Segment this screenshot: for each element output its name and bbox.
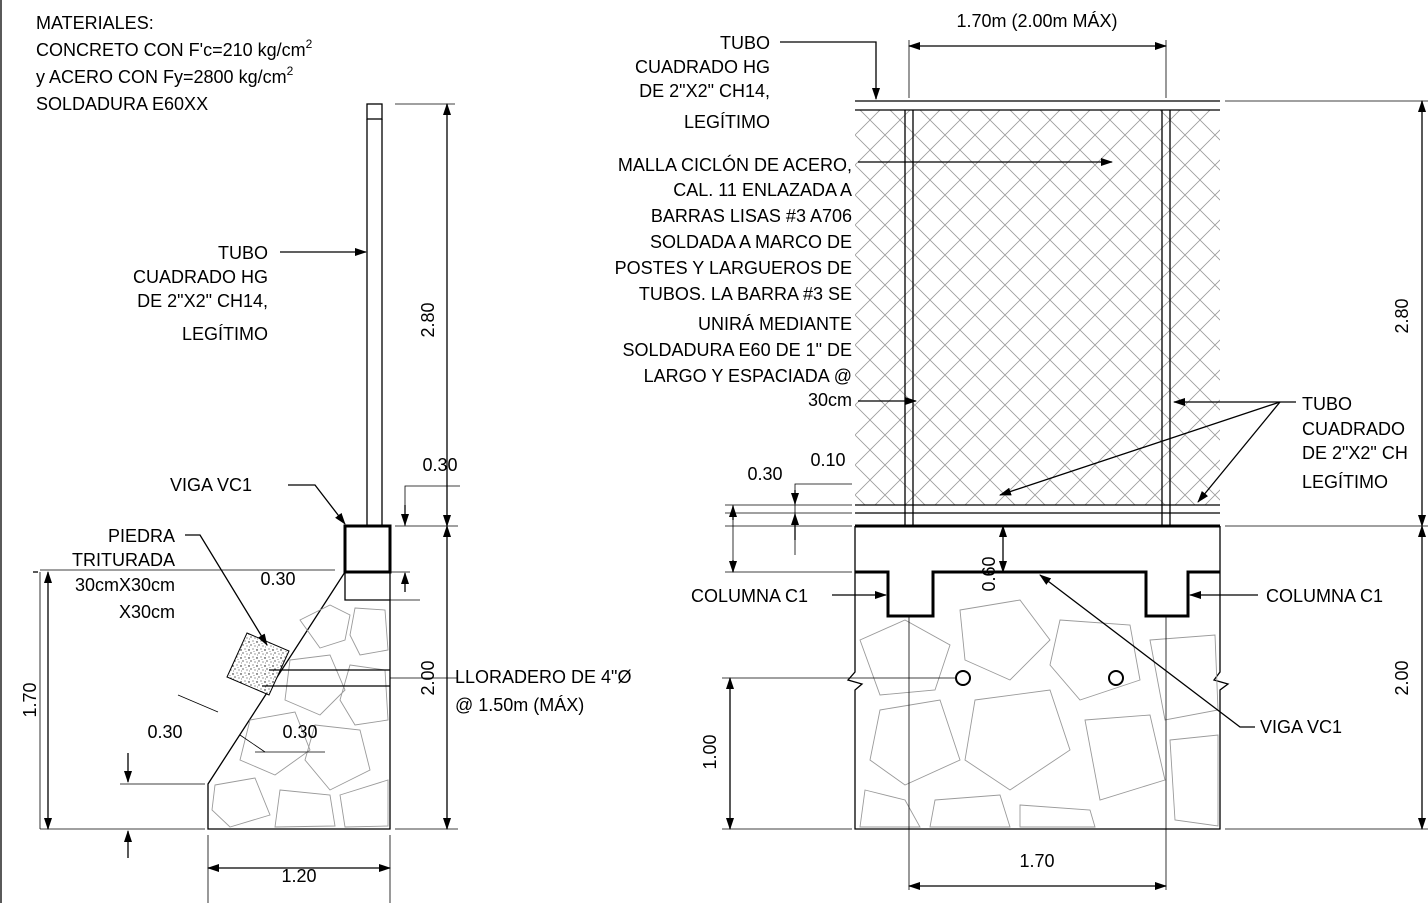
crushed-stone-drain <box>226 632 290 696</box>
dim-drain-height: 1.00 <box>700 734 720 769</box>
dim-030-right: 0.30 <box>747 464 782 484</box>
beam-columns-outline <box>855 570 1220 618</box>
materials-concrete: CONCRETO CON F'c=210 kg/cm2 <box>36 37 313 60</box>
tube-top-line4: LEGÍTIMO <box>684 112 770 132</box>
steel-superscript: 2 <box>287 64 294 78</box>
foundation-wall-outline <box>846 526 1230 830</box>
mesh-label-line7: UNIRÁ MEDIANTE <box>698 314 852 334</box>
mesh-label-line1: MALLA CICLÓN DE ACERO, <box>618 154 852 175</box>
dim-stone-a: 0.30 <box>147 722 182 742</box>
drain-label-line1: LLORADERO DE 4"Ø <box>455 667 631 687</box>
dim-fence-height: 2.80 <box>1392 298 1412 333</box>
tube-label-line2: CUADRADO HG <box>133 267 268 287</box>
dim-wall-height: 2.00 <box>418 660 438 695</box>
tube-label-line4: LEGÍTIMO <box>182 324 268 344</box>
materials-weld: SOLDADURA E60XX <box>36 94 208 114</box>
dim-span-bottom: 1.70 <box>1019 851 1054 871</box>
concrete-text: CONCRETO CON F'c=210 kg/cm <box>36 40 306 60</box>
mesh-label-line8: SOLDADURA E60 DE 1" DE <box>623 340 852 360</box>
left-section: TUBO CUADRADO HG DE 2"X2" CH14, LEGÍTIMO… <box>20 103 631 903</box>
drain-label-line2: @ 1.50m (MÁX) <box>455 695 584 715</box>
tube-right-line2: CUADRADO <box>1302 419 1405 439</box>
column-right-label: COLUMNA C1 <box>1266 586 1383 606</box>
retaining-wall-outline <box>207 571 391 830</box>
rubble-pattern-right <box>859 599 1219 828</box>
stone-label-line3: 30cmX30cm <box>75 575 175 595</box>
mesh-label-line4: SOLDADA A MARCO DE <box>650 232 852 252</box>
tube-right-leader-3 <box>1197 401 1281 503</box>
mesh-label-line6: TUBOS. LA BARRA #3 SE <box>639 284 852 304</box>
stone-label-line1: PIEDRA <box>108 526 175 546</box>
beam-right-label: VIGA VC1 <box>1260 717 1342 737</box>
mesh-label-line2: CAL. 11 ENLAZADA A <box>673 180 852 200</box>
materials-title: MATERIALES: <box>36 13 154 33</box>
beam-vc1-section <box>343 524 392 574</box>
post-cap <box>366 103 383 120</box>
mesh-label-line10: 30cm <box>808 390 852 410</box>
left-dimensions: 2.80 2.00 0.30 0.30 1.70 0.30 0.30 <box>20 103 460 903</box>
stone-leader <box>185 534 268 646</box>
tube-right-line3: DE 2"X2" CH <box>1302 443 1408 463</box>
materials-steel: y ACERO CON Fy=2800 kg/cm2 <box>36 64 294 87</box>
mesh-label-line3: BARRAS LISAS #3 A706 <box>651 206 852 226</box>
mesh-label-line5: POSTES Y LARGUEROS DE <box>615 258 852 278</box>
dim-post-height: 2.80 <box>418 302 438 337</box>
tube-top-line1: TUBO <box>720 33 770 53</box>
dim-010: 0.10 <box>810 450 845 470</box>
chain-link-mesh <box>855 110 1220 505</box>
dim-stone-b: 0.30 <box>282 722 317 742</box>
tube-right-line4: LEGÍTIMO <box>1302 472 1388 492</box>
tube-top-leader <box>780 41 880 100</box>
dim-span-top: 1.70m (2.00m MÁX) <box>956 11 1117 31</box>
dim-beam-width: 0.30 <box>260 569 295 589</box>
weep-hole-left <box>955 670 971 686</box>
steel-text: y ACERO CON Fy=2800 kg/cm <box>36 67 287 87</box>
mesh-label-line9: LARGO Y ESPACIADA @ <box>644 366 852 386</box>
mesh-label: MALLA CICLÓN DE ACERO, CAL. 11 ENLAZADA … <box>615 154 1113 410</box>
tube-right-line1: TUBO <box>1302 394 1352 414</box>
stone-label-line4: X30cm <box>119 602 175 622</box>
tube-label-line3: DE 2"X2" CH14, <box>137 291 268 311</box>
right-vertical-dims: 2.80 2.00 1.00 <box>700 100 1428 830</box>
concrete-superscript: 2 <box>306 37 313 51</box>
dim-wall-height-right: 2.00 <box>1392 660 1412 695</box>
right-small-dims: 0.30 0.10 0.60 <box>725 450 1007 592</box>
beam-right-leader <box>1039 574 1255 728</box>
dim-fill-height: 1.70 <box>20 682 40 717</box>
tube-right-leader-2 <box>999 401 1281 496</box>
dim-060: 0.60 <box>979 556 999 591</box>
beam-label: VIGA VC1 <box>170 475 252 495</box>
tube-top-line3: DE 2"X2" CH14, <box>639 81 770 101</box>
tube-top-line2: CUADRADO HG <box>635 57 770 77</box>
weep-hole-right <box>1108 670 1124 686</box>
dim-base-width: 1.20 <box>281 866 316 886</box>
right-elevation: 1.70m (2.00m MÁX) TUBO CUADRADO HG DE 2"… <box>615 11 1428 890</box>
stone-label-line2: TRITURADA <box>72 550 175 570</box>
rubble-pattern <box>211 604 389 828</box>
tube-label-line1: TUBO <box>218 243 268 263</box>
materials-note: MATERIALES: CONCRETO CON F'c=210 kg/cm2 … <box>36 13 313 114</box>
dim-beam-top: 0.30 <box>422 455 457 475</box>
column-left-label: COLUMNA C1 <box>691 586 808 606</box>
beam-leader <box>288 484 346 525</box>
